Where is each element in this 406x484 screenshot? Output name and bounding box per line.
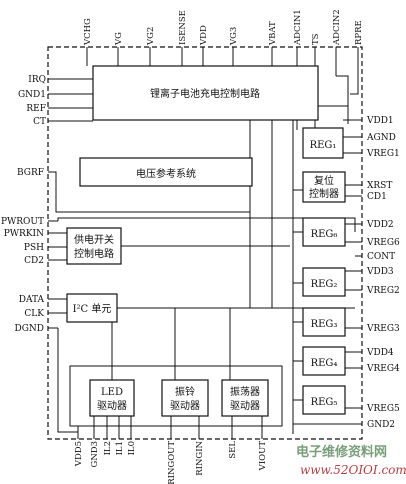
voltage-reference-label: 电压参考系统 (136, 167, 196, 180)
reset-controller-label-1: 复位 (314, 174, 334, 187)
pin-ringin: RINGIN (195, 440, 205, 475)
pin-ref: REF (26, 104, 46, 114)
led-driver-block (89, 379, 135, 417)
pin-vreg1: VREG1 (366, 149, 400, 159)
reg2-label: REG₂ (311, 279, 338, 290)
ringer-driver-label-2: 驱动器 (170, 400, 200, 412)
vibrator-driver-label-1: 振荡器 (230, 385, 260, 398)
right-leads (293, 119, 362, 425)
vibrator-driver-block (221, 379, 269, 417)
pin-rpre: RPRE (354, 20, 364, 45)
pin-vg2: VG2 (146, 27, 156, 46)
pin-vreg5: VREG5 (366, 404, 400, 414)
reg4-label: REG₄ (311, 358, 338, 369)
bottom-leads (57, 328, 263, 439)
power-switch-label-2: 控制电路 (74, 247, 114, 260)
pin-viout: VIOUT (258, 441, 268, 472)
pin-il0: IL0 (127, 441, 137, 455)
pin-bgrf: BGRF (17, 168, 44, 178)
pin-vchg: VCHG (83, 18, 93, 46)
reg1-label: REG₁ (310, 140, 337, 151)
watermark-text: 电子维修资料网 (296, 444, 387, 460)
reg3-block (302, 307, 346, 337)
pin-cd1: CD1 (367, 192, 387, 202)
pin-cont: CONT (367, 252, 395, 262)
charger-control-label: 锂离子电池充电控制电路 (150, 87, 260, 100)
pin-gnd3: GND3 (90, 441, 100, 467)
pin-vreg4: VREG4 (366, 364, 400, 374)
pin-vg: VG (114, 32, 124, 46)
chip-outline (47, 46, 363, 440)
led-driver-label-2: 驱动器 (97, 400, 127, 412)
pin-vdd3: VDD3 (366, 267, 394, 277)
pin-vbat: VBAT (268, 21, 278, 46)
pin-sel: SEL (228, 441, 238, 459)
pin-vdd1: VDD1 (366, 116, 394, 126)
bottom-pin-labels: VDD5 GND3 IL2 IL1 IL0 RINGOUT RINGIN SEL… (74, 440, 268, 484)
pin-il1: IL1 (115, 441, 125, 455)
pin-gnd1: GND1 (18, 90, 46, 100)
pin-adcin1: ADCIN1 (293, 9, 303, 46)
pin-isense: ISENSE (178, 10, 188, 45)
pin-irq: IRQ (28, 75, 46, 85)
watermark: 电子维修资料网 www.52OIOI.com (296, 444, 406, 477)
ringer-driver-block (161, 379, 209, 417)
reg2-block (302, 267, 346, 297)
left-pin-labels: IRQ GND1 REF CT BGRF PWROUT PWRKIN PSH C… (1, 75, 46, 334)
pin-vreg2: VREG2 (366, 286, 400, 296)
top-leads (86, 47, 359, 106)
pin-vreg3: VREG3 (366, 324, 400, 334)
pin-vdd2: VDD2 (366, 220, 394, 230)
right-pin-labels: VDD1 AGND VREG1 XRST CD1 VDD2 VREG6 CONT… (366, 116, 400, 430)
voltage-reference-block (79, 157, 253, 187)
pin-ct: CT (33, 117, 46, 127)
top-pin-labels: VCHG VG VG2 ISENSE VDD VG3 VBAT ADCIN1 T… (83, 9, 364, 46)
pin-vdd5: VDD5 (74, 441, 84, 467)
pin-cd2: CD2 (24, 256, 44, 266)
reg1-block (302, 127, 344, 159)
i2c-block (66, 293, 118, 323)
i2c-label: I²C 单元 (73, 303, 112, 315)
pin-pwrout: PWROUT (1, 217, 44, 227)
reg4-block (302, 346, 346, 376)
pin-ts: TS (311, 33, 321, 45)
pin-dgnd: DGND (15, 324, 45, 334)
pin-pwrkin: PWRKIN (4, 229, 44, 239)
reg5-block (302, 385, 346, 415)
reg5-label: REG₅ (311, 397, 338, 408)
pin-vg3: VG3 (229, 27, 239, 46)
power-switch-label-1: 供电开关 (74, 233, 114, 246)
pin-xrst: XRST (367, 181, 392, 191)
pin-vreg6: VREG6 (366, 238, 400, 248)
driver-group-frame (69, 365, 283, 427)
pin-vdd: VDD (199, 25, 209, 46)
reg6-block (302, 217, 346, 247)
pin-ringout: RINGOUT (167, 441, 177, 484)
pin-vdd4: VDD4 (366, 348, 394, 358)
watermark-url: www.52OIOI.com (300, 463, 406, 477)
pin-agnd: AGND (366, 133, 396, 143)
reg6-label: REG₆ (311, 229, 338, 240)
pin-adcin2: ADCIN2 (332, 9, 342, 46)
pin-il2: IL2 (103, 441, 113, 455)
reset-controller-label-2: 控制器 (309, 187, 339, 200)
reset-controller-block (302, 171, 346, 203)
reg3-label: REG₃ (311, 319, 338, 330)
pin-data: DATA (19, 295, 45, 305)
pin-clk: CLK (24, 309, 44, 319)
pin-psh: PSH (24, 243, 44, 253)
charger-control-block (92, 65, 319, 121)
led-driver-label-1: LED (101, 387, 123, 398)
ringer-driver-label-1: 振铃 (175, 385, 195, 398)
pin-gnd2: GND2 (367, 420, 395, 430)
vibrator-driver-label-2: 驱动器 (230, 400, 260, 412)
